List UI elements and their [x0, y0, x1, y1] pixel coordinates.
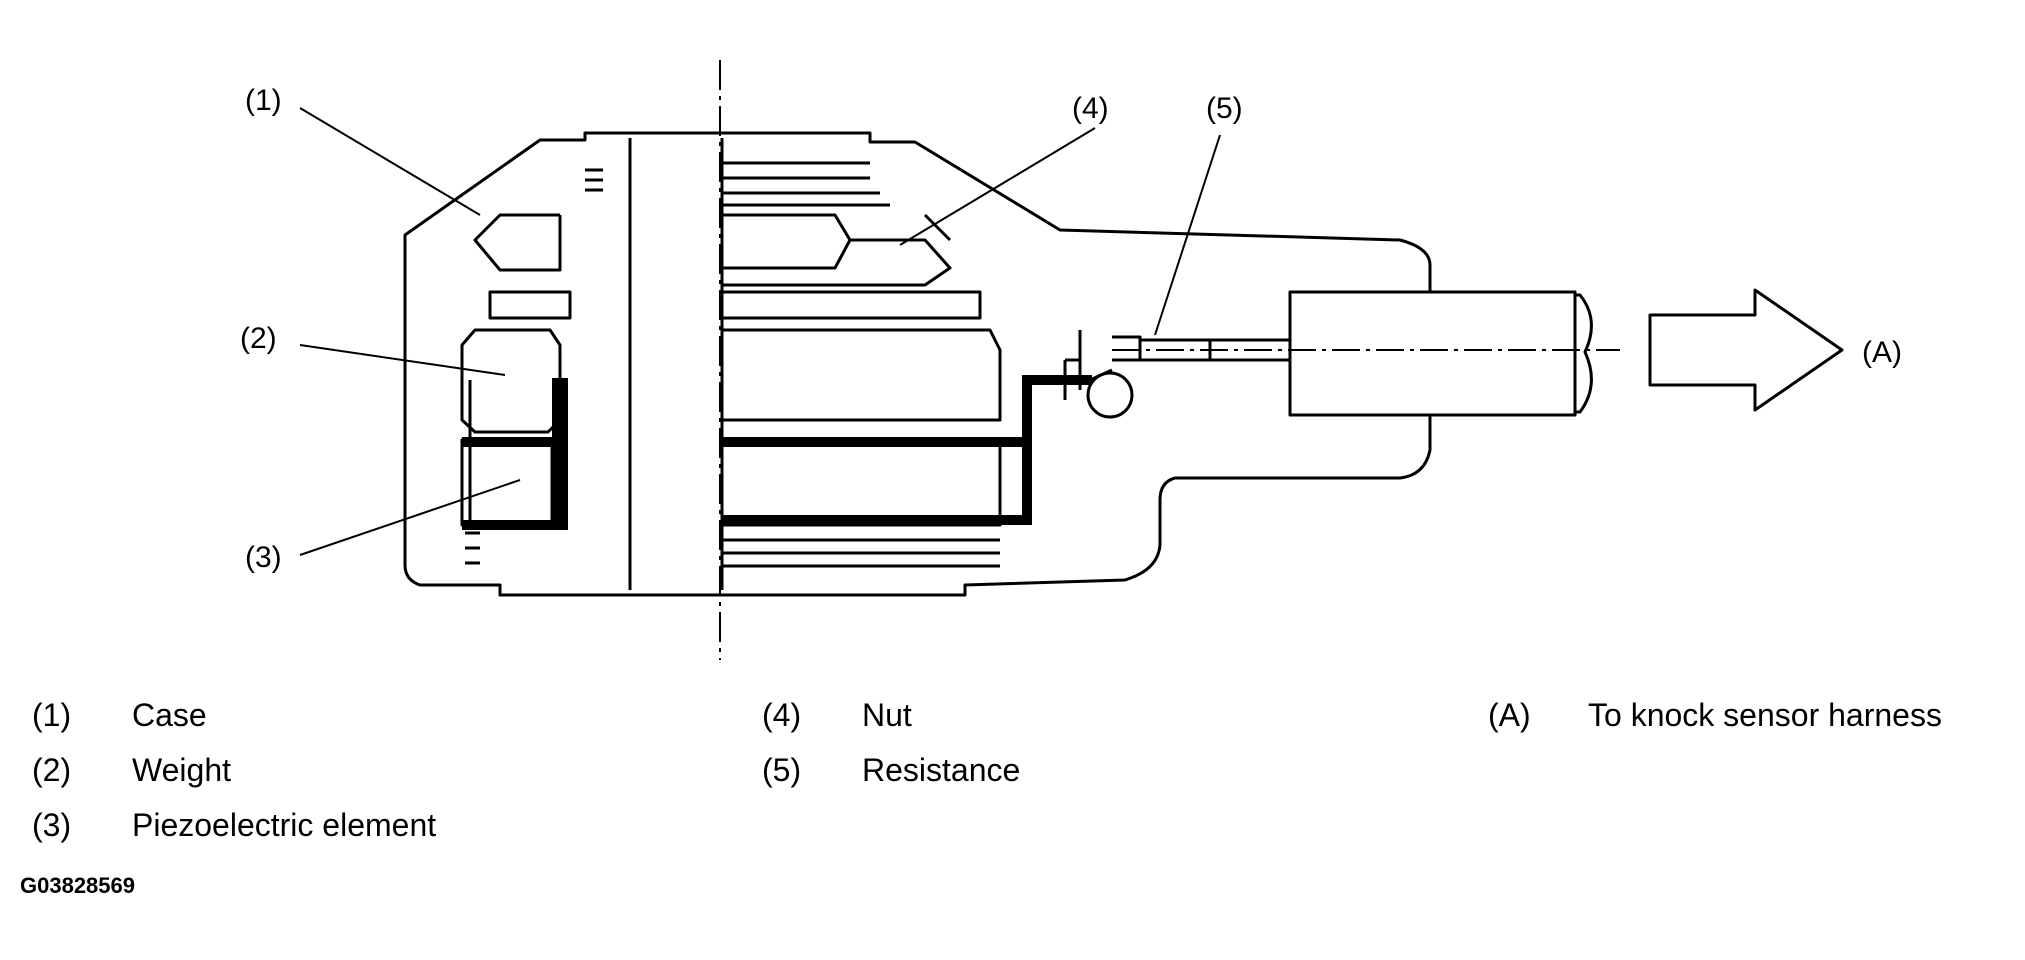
legend-item-harness: (A)To knock sensor harness: [1488, 697, 1942, 733]
callout-case: (1): [245, 84, 282, 117]
callout-nut: (4): [1072, 92, 1109, 125]
sensor-case-outline: [403, 131, 1577, 597]
callout-weight: (2): [240, 322, 277, 355]
nut-shape: [722, 213, 952, 287]
harness-connector: [1288, 290, 1577, 417]
callout-harness: (A): [1862, 336, 1902, 369]
weight-block: [460, 328, 562, 434]
callout-resistance: (5): [1206, 92, 1243, 125]
knock-sensor-cross-section: (1) (2) (3) (4) (5) (A): [240, 60, 1902, 660]
legend-item-weight: (2)Weight: [32, 752, 232, 788]
legend-item-resistance: (5)Resistance: [762, 752, 1021, 788]
figure-code: G03828569: [20, 873, 135, 898]
resistor-lead: [1112, 335, 1290, 362]
legend-item-case: (1)Case: [32, 697, 207, 733]
harness-arrow-icon: [1648, 288, 1844, 412]
legend-item-piezo: (3)Piezoelectric element: [32, 807, 437, 843]
callout-piezo: (3): [245, 541, 282, 574]
legend-item-nut: (4)Nut: [762, 697, 912, 733]
